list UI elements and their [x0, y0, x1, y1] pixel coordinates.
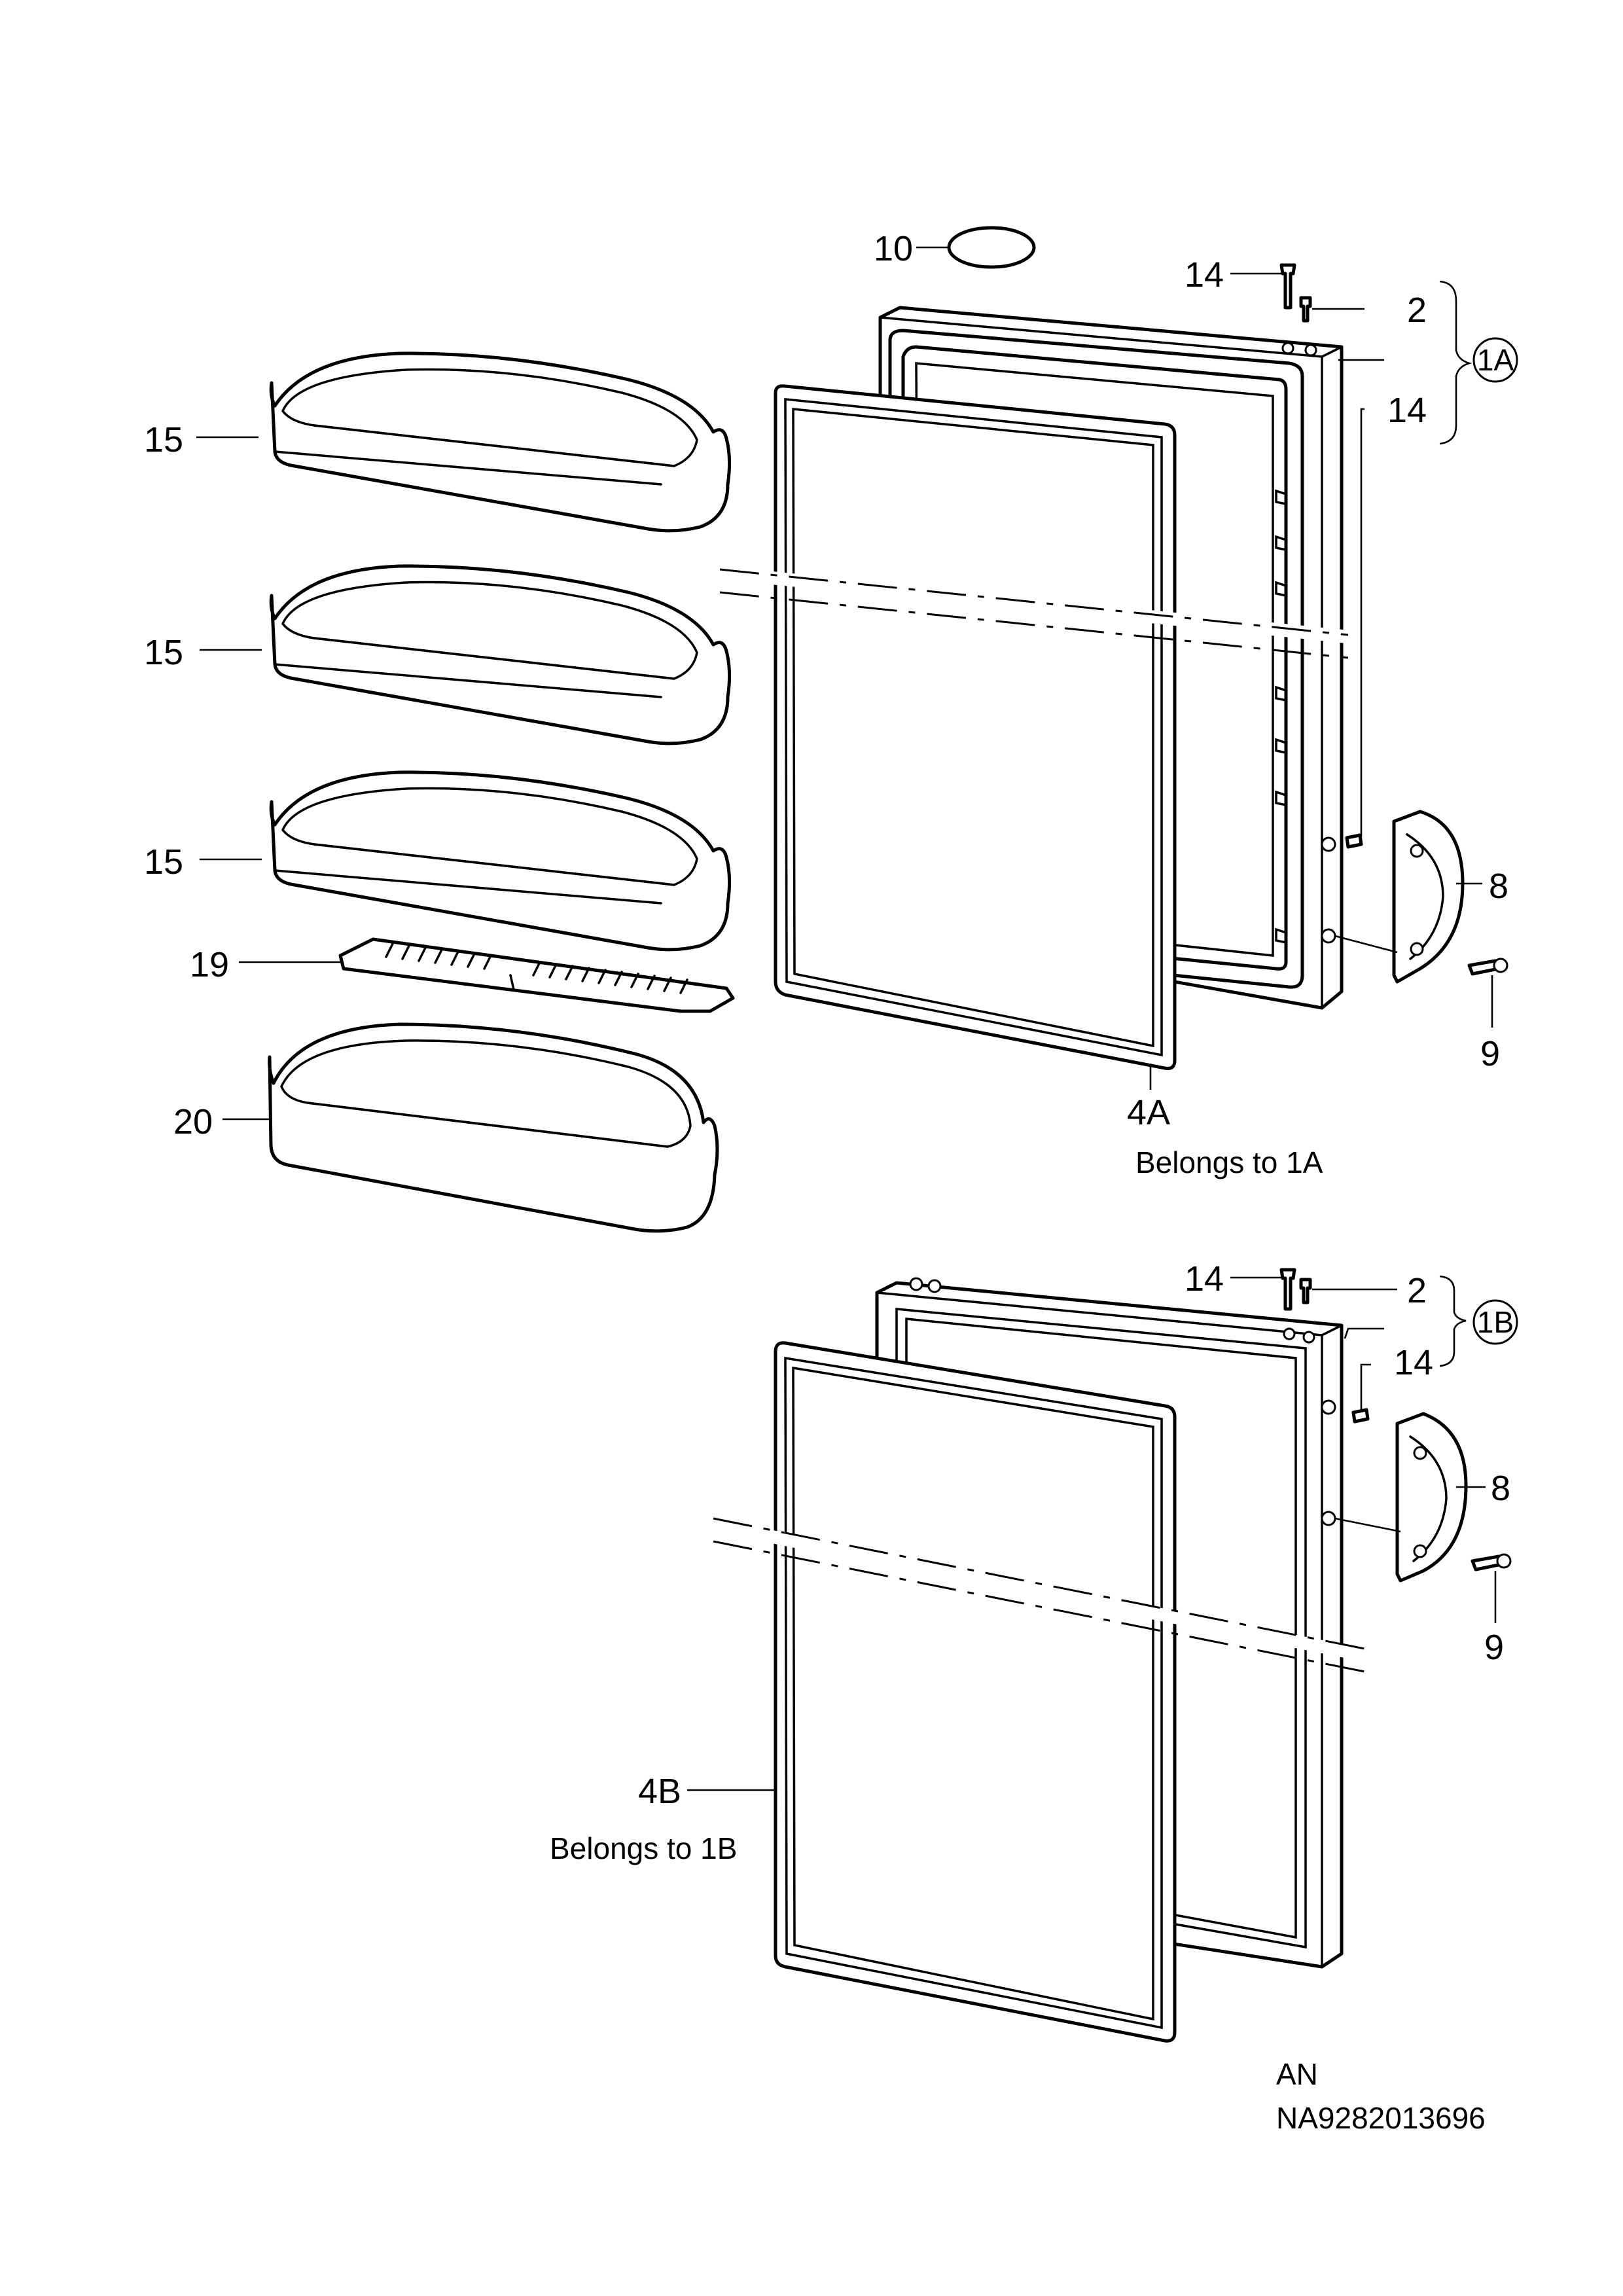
footer-part-number: NA9282013696 [1276, 2101, 1486, 2135]
screw-9-bottom [1471, 1553, 1512, 1571]
label-19: 19 [190, 945, 229, 984]
label-14-bottom: 14 [1185, 1259, 1224, 1299]
door-balcony-15-lower [269, 770, 732, 952]
callout-labels: 10 14 2 1A 14 15 15 15 19 20 8 9 4A Belo… [144, 229, 1518, 2135]
label-8-top: 8 [1489, 867, 1508, 906]
screw-14-top [1279, 263, 1296, 310]
screw-2-bottom [1299, 1278, 1312, 1304]
ring-1A [1472, 337, 1518, 383]
label-4B: 4B [638, 1772, 681, 1811]
label-2-top: 2 [1407, 291, 1427, 330]
label-14-top-right: 14 [1387, 391, 1427, 430]
label-2-bottom: 2 [1407, 1271, 1427, 1310]
door-pad-10 [947, 226, 1036, 269]
door-gasket-4A [774, 384, 1177, 1070]
screw-9-top [1467, 958, 1508, 976]
label-15-b: 15 [144, 633, 183, 672]
door-gasket-4B [774, 1341, 1177, 2043]
shelf-divider-19 [338, 937, 735, 1013]
screw-14-bottom [1279, 1268, 1296, 1311]
note-belongs-1B: Belongs to 1B [550, 1831, 737, 1865]
label-1B: 1B [1477, 1305, 1514, 1339]
label-9-top: 9 [1480, 1034, 1500, 1073]
ring-1B [1472, 1299, 1518, 1345]
label-9-bottom: 9 [1484, 1628, 1504, 1667]
door-balcony-15-middle [269, 564, 732, 745]
label-14-top: 14 [1185, 255, 1224, 295]
label-4A: 4A [1127, 1093, 1170, 1132]
handle-8-bottom [1395, 1412, 1468, 1583]
label-14-bottom-right: 14 [1394, 1343, 1433, 1382]
screw-14-right-top [1345, 833, 1363, 849]
screw-2-top [1299, 296, 1312, 323]
handle-8-top [1392, 810, 1465, 984]
screw-14-right-bottom [1351, 1408, 1370, 1424]
leader-lines [196, 246, 1497, 1791]
note-belongs-1A: Belongs to 1A [1135, 1145, 1323, 1179]
label-15-a: 15 [144, 420, 183, 459]
label-15-c: 15 [144, 842, 183, 882]
door-balcony-15-top [269, 351, 732, 533]
door-balcony-20-bottom [268, 1022, 719, 1233]
label-8-bottom: 8 [1491, 1469, 1510, 1508]
label-10: 10 [874, 229, 913, 268]
footer-code: AN [1276, 2057, 1318, 2091]
label-1A: 1A [1477, 343, 1514, 377]
label-20: 20 [173, 1102, 213, 1141]
